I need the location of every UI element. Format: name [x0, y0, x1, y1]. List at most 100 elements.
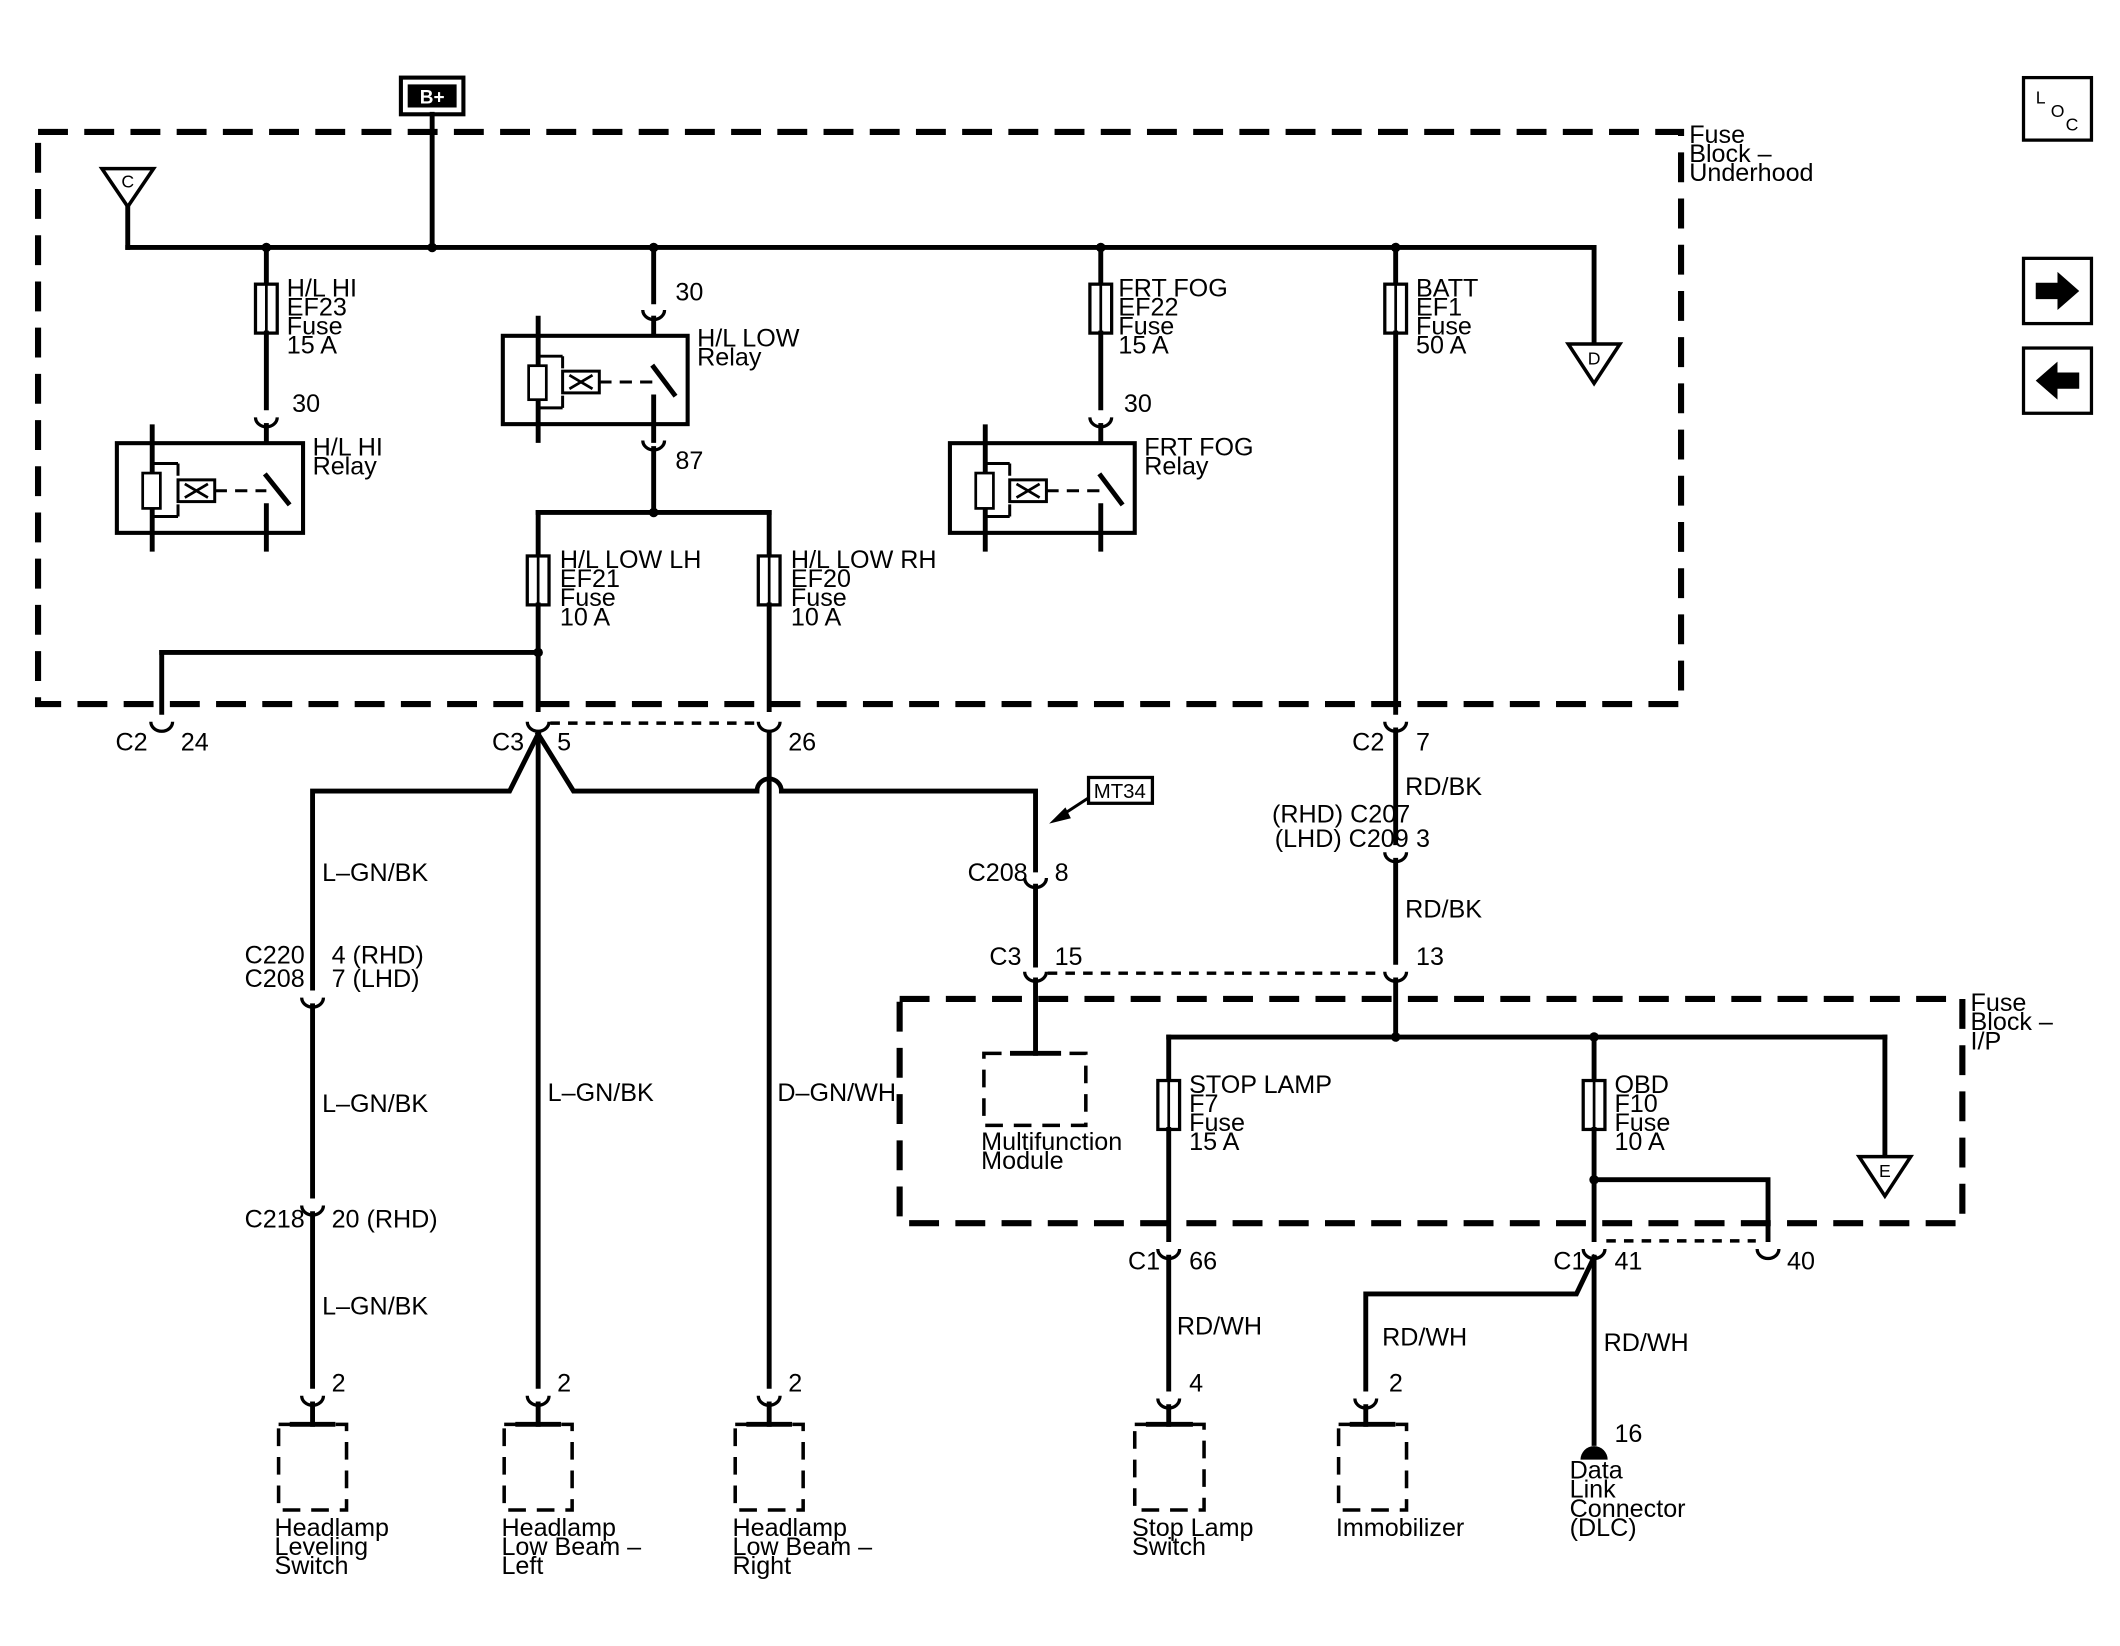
c220-c208-label: C220 C208 — [245, 942, 312, 993]
arrow-left-icon — [2035, 361, 2080, 400]
frt-fog-relay-pin30: 30 — [1124, 390, 1152, 418]
c2-label-left: C2 — [116, 728, 148, 756]
wire-label-l-gn-bk-center: L–GN/BK — [548, 1079, 654, 1107]
hl-hi-relay-pin30: 30 — [292, 390, 320, 418]
c3-pin5-connector — [525, 720, 551, 733]
c208-label: C208 — [968, 859, 1028, 887]
back-nav-button[interactable] — [2021, 346, 2094, 415]
hl-low-rh-fuse-label: H/L LOW RH EF20 Fuse 10 A — [791, 546, 944, 631]
frt-fog-fuse-label: FRT FOG EF22 Fuse 15 A — [1118, 274, 1234, 359]
frt-fog-relay-label: FRT FOG Relay — [1144, 433, 1260, 480]
c3-pin26-connector — [756, 720, 782, 733]
hl-low-relay — [500, 315, 690, 443]
wire-label-l-gn-bk-2: L–GN/BK — [322, 1090, 428, 1118]
loc-l: L — [2036, 87, 2046, 107]
loc-c: C — [2066, 115, 2079, 135]
wire-label-rd-wh-dlc: RD/WH — [1604, 1329, 1689, 1357]
battery-supply-label: B+ — [420, 87, 445, 108]
offpage-d-label: D — [1588, 348, 1601, 368]
hl-leveling-pin2-label: 2 — [332, 1370, 346, 1398]
offpage-connector-d[interactable]: D — [1564, 342, 1624, 387]
c1-label-right: C1 — [1553, 1247, 1585, 1275]
fuse-block-ip-boundary — [896, 995, 1966, 1227]
forward-nav-button[interactable] — [2021, 256, 2094, 326]
c2-pin7-label: 7 — [1416, 728, 1430, 756]
hl-hi-relay-label: H/L HI Relay — [313, 433, 390, 480]
c1-pin40-label: 40 — [1787, 1247, 1815, 1275]
multifunction-module — [982, 1051, 1088, 1128]
wire-label-l-gn-bk-3: L–GN/BK — [322, 1292, 428, 1320]
c3-pin15-label: 15 — [1055, 943, 1083, 971]
hl-low-lh-fuse-label: H/L LOW LH EF21 Fuse 10 A — [560, 546, 708, 631]
c1-pin41-label: 41 — [1614, 1247, 1642, 1275]
c3-pin26-label: 26 — [788, 728, 816, 756]
headlamp-low-beam-left — [502, 1422, 574, 1512]
hl-hi-fuse-label: H/L HI EF23 Fuse 15 A — [287, 274, 364, 359]
c209-pin3-label: 3 — [1416, 825, 1430, 853]
stop-lamp-switch-pin4-label: 4 — [1189, 1370, 1203, 1398]
c218-label: C218 — [245, 1205, 305, 1233]
offpage-connector-c[interactable]: C — [98, 166, 157, 210]
immobilizer-label: Immobilizer — [1336, 1514, 1464, 1542]
dlc-pin16-connector — [1580, 1446, 1608, 1460]
immobilizer — [1336, 1422, 1409, 1512]
fuse-block-underhood-boundary — [34, 128, 1685, 708]
hl-low-left-pin2-label: 2 — [557, 1370, 571, 1398]
obd-fuse-icon — [1581, 1078, 1607, 1132]
hl-low-relay-pin30: 30 — [675, 278, 703, 306]
c2-label-right: C2 — [1352, 728, 1384, 756]
wire-label-d-gn-wh: D–GN/WH — [777, 1079, 896, 1107]
frt-fog-fuse-icon — [1088, 282, 1114, 335]
c1-pin66-label: 66 — [1189, 1247, 1217, 1275]
c3-pin5-label: 5 — [557, 728, 571, 756]
wire-label-rd-wh-immobilizer: RD/WH — [1382, 1324, 1467, 1352]
wire-label-rd-bk-1: RD/BK — [1405, 773, 1482, 801]
c208-pin8-label: 8 — [1055, 859, 1069, 887]
hl-hi-fuse-icon — [253, 282, 279, 335]
wire-label-l-gn-bk-1: L–GN/BK — [322, 859, 428, 887]
c207-c209-label: (RHD) C207 (LHD) C209 — [1272, 800, 1417, 852]
headlamp-low-beam-right-label: Headlamp Low Beam – Right — [732, 1514, 879, 1580]
stop-lamp-switch-label: Stop Lamp Switch — [1132, 1514, 1261, 1561]
hl-low-relay-pin87: 87 — [675, 447, 703, 475]
mt34-label: MT34 — [1094, 781, 1146, 803]
c3-label-lower: C3 — [989, 943, 1021, 971]
battery-supply-box: B+ — [398, 75, 466, 117]
batt-fuse-label: BATT EF1 Fuse 50 A — [1416, 274, 1485, 359]
dlc-label: Data Link Connector (DLC) — [1570, 1457, 1693, 1542]
stop-lamp-fuse-icon — [1156, 1078, 1182, 1132]
obd-fuse-label: OBD F10 Fuse 10 A — [1614, 1071, 1677, 1156]
offpage-connector-e[interactable]: E — [1855, 1154, 1914, 1200]
loc-o: O — [2051, 101, 2065, 121]
hl-hi-relay — [114, 424, 306, 552]
arrow-right-icon — [2035, 271, 2080, 310]
c220-c208-pin-label: 4 (RHD) 7 (LHD) — [332, 942, 431, 993]
mt34-reference-tag[interactable]: MT34 — [1086, 775, 1155, 805]
frt-fog-relay — [947, 424, 1137, 552]
hl-low-relay-label: H/L LOW Relay — [697, 325, 806, 372]
c2-pin24-label: 24 — [181, 728, 209, 756]
stop-lamp-fuse-label: STOP LAMP F7 Fuse 15 A — [1189, 1071, 1339, 1156]
headlamp-leveling-switch-label: Headlamp Leveling Switch — [275, 1514, 397, 1580]
stop-lamp-switch — [1132, 1422, 1206, 1512]
hl-low-lh-fuse-icon — [525, 554, 551, 607]
headlamp-low-beam-left-label: Headlamp Low Beam – Left — [501, 1514, 648, 1580]
hl-low-rh-fuse-icon — [756, 554, 782, 607]
loc-button[interactable]: L O C — [2021, 75, 2094, 142]
dlc-pin16-label: 16 — [1614, 1420, 1642, 1448]
c218-pin-label: 20 (RHD) — [332, 1205, 438, 1233]
wire-label-rd-wh-stop: RD/WH — [1177, 1313, 1262, 1341]
fuse-block-underhood-label: Fuse Block – Underhood — [1689, 121, 1813, 187]
c3-pin13-label: 13 — [1416, 943, 1444, 971]
c3-label: C3 — [492, 728, 524, 756]
wire-label-rd-bk-2: RD/BK — [1405, 895, 1482, 923]
c1-pin40-connector — [1755, 1247, 1781, 1261]
multifunction-module-label: Multifunction Module — [981, 1128, 1129, 1175]
batt-fuse-icon — [1383, 282, 1409, 335]
headlamp-leveling-switch — [276, 1422, 349, 1512]
offpage-c-label: C — [121, 172, 134, 192]
headlamp-low-beam-right — [733, 1422, 805, 1512]
offpage-e-label: E — [1879, 1161, 1891, 1181]
fuse-block-ip-label: Fuse Block – I/P — [1971, 989, 2060, 1055]
